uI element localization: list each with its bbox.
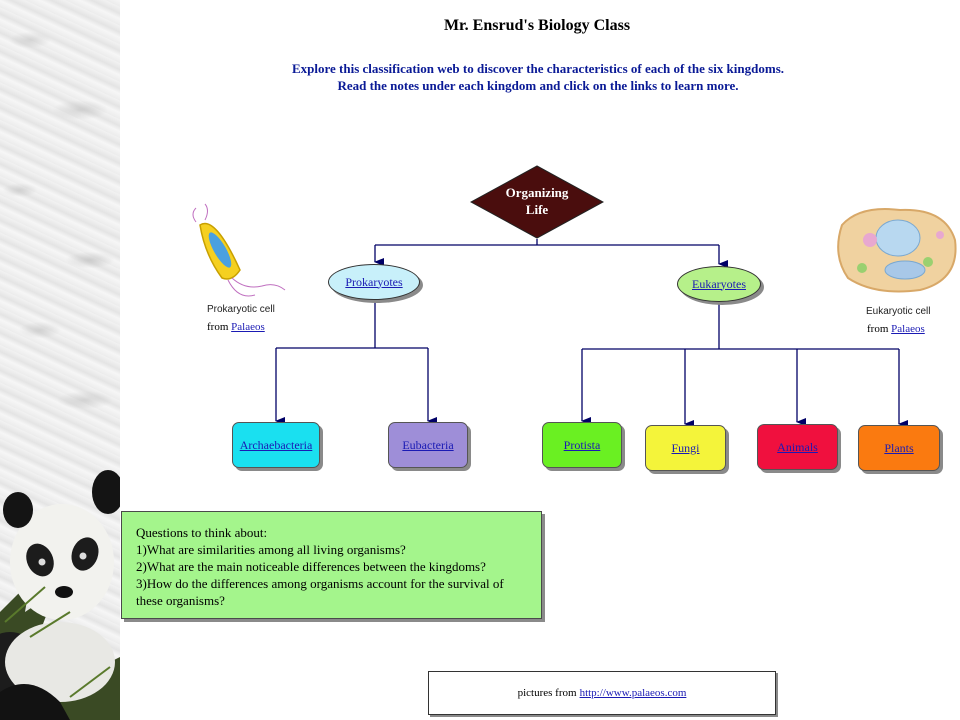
- panda-image: [0, 470, 120, 720]
- animals-link[interactable]: Animals: [777, 439, 818, 454]
- eukaryotes-node: Eukaryotes: [677, 266, 761, 302]
- page-title: Mr. Ensrud's Biology Class: [443, 17, 631, 34]
- animals-node: Animals: [757, 424, 838, 470]
- question-3: 3)How do the differences among organisms…: [136, 576, 504, 591]
- organizing-life-label: Organizing Life: [470, 184, 604, 218]
- questions-box: Questions to think about: 1)What are sim…: [121, 511, 542, 619]
- question-3-continued: these organisms?: [136, 593, 225, 608]
- from-label: from: [867, 323, 889, 335]
- eukaryotic-cell-caption: Eukaryotic cell: [866, 306, 931, 317]
- credits-text: pictures from: [517, 687, 577, 699]
- root-label-line-2: Life: [525, 202, 549, 217]
- intro-line-2: Read the notes under each kingdom and cl…: [337, 78, 739, 93]
- archaebacteria-link[interactable]: Archaebacteria: [239, 437, 313, 452]
- palaeos-url-link[interactable]: http://www.palaeos.com: [579, 687, 687, 699]
- textured-sidebar: [0, 0, 120, 720]
- fungi-link[interactable]: Fungi: [671, 440, 700, 455]
- archaebacteria-node: Archaebacteria: [232, 422, 320, 468]
- intro-text: Explore this classification web to disco…: [200, 60, 876, 94]
- protista-node: Protista: [542, 422, 622, 468]
- plants-node: Plants: [858, 425, 940, 471]
- eubacteria-node: Eubacteria: [388, 422, 468, 468]
- eukaryote-source: from Palaeos: [867, 323, 925, 335]
- from-label: from: [207, 321, 229, 333]
- organizing-life-node: Organizing Life: [470, 165, 604, 239]
- plants-link[interactable]: Plants: [884, 440, 914, 455]
- prokaryotic-cell-image: [192, 203, 286, 297]
- protista-link[interactable]: Protista: [563, 437, 601, 452]
- question-1: 1)What are similarities among all living…: [136, 542, 406, 557]
- diamond-shape: [470, 165, 604, 239]
- palaeos-link[interactable]: Palaeos: [231, 321, 265, 333]
- prokaryotes-link[interactable]: Prokaryotes: [345, 274, 403, 289]
- eukaryotes-link[interactable]: Eukaryotes: [692, 276, 746, 291]
- question-2: 2)What are the main noticeable differenc…: [136, 559, 486, 574]
- root-label-line-1: Organizing: [505, 185, 569, 200]
- prokaryotic-cell-caption: Prokaryotic cell: [207, 304, 275, 315]
- picture-credits: pictures from http://www.palaeos.com: [428, 671, 776, 715]
- questions-heading: Questions to think about:: [136, 525, 268, 540]
- prokaryotes-node: Prokaryotes: [328, 264, 420, 300]
- prokaryote-source: from Palaeos: [207, 321, 265, 333]
- eubacteria-link[interactable]: Eubacteria: [402, 437, 454, 452]
- intro-line-1: Explore this classification web to disco…: [291, 61, 785, 76]
- fungi-node: Fungi: [645, 425, 726, 471]
- palaeos-link[interactable]: Palaeos: [891, 323, 925, 335]
- eukaryotic-cell-image: [837, 208, 957, 293]
